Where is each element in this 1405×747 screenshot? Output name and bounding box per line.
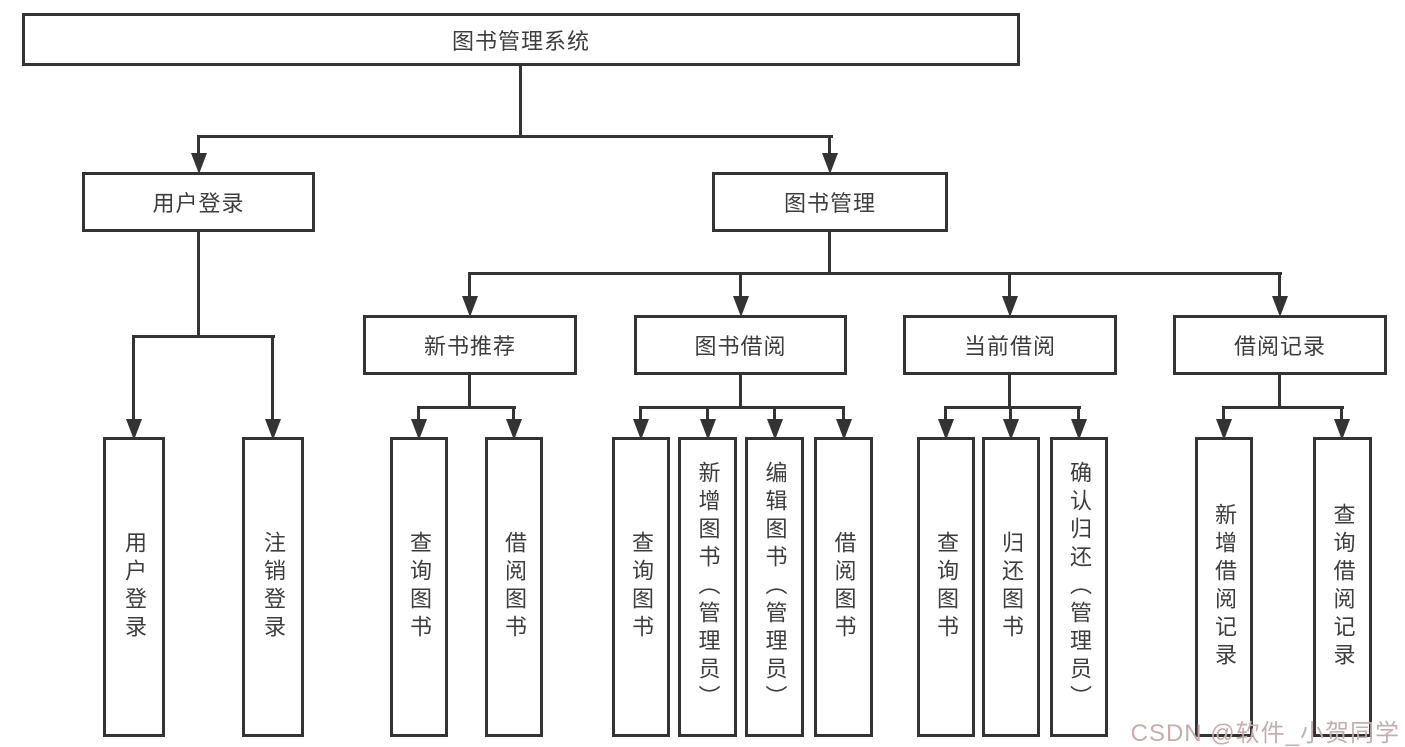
leaf-bb-edit-books-label: 编辑图书（管理员） [762, 461, 788, 713]
node-user-login-branch-label: 用户登录 [152, 191, 245, 216]
leaf-br-query-record-label: 查询借阅记录 [1330, 503, 1356, 671]
leaf-br-query-record: 查询借阅记录 [1313, 437, 1372, 737]
leaf-bb-add-books: 新增图书（管理员） [678, 437, 737, 737]
connector-borrow-records-rail [1222, 406, 1344, 409]
connector-new-book-rec-stem [468, 373, 471, 409]
connector-borrow-records-stem [1278, 373, 1281, 409]
leaf-bb-borrow-books: 借阅图书 [814, 437, 873, 737]
arrow-to-book-mgmt-branch [821, 135, 838, 174]
arrow-to-current-borrow [1001, 272, 1018, 317]
leaf-cb-confirm-return: 确认归还（管理员） [1050, 437, 1108, 737]
node-borrow-records: 借阅记录 [1173, 315, 1387, 375]
leaf-user-login-label: 用户登录 [122, 531, 147, 643]
leaf-bb-edit-books: 编辑图书（管理员） [745, 437, 804, 737]
csdn-watermark: CSDN @软件_小贺同学 [1130, 720, 1400, 747]
connector-root-rail [197, 135, 833, 138]
arrow-cb-return-books [1002, 406, 1019, 440]
leaf-bb-query-books-label: 查询图书 [629, 531, 654, 643]
arrow-to-user-login-branch [190, 135, 207, 174]
connector-book-mgmt-stem [828, 230, 831, 275]
arrow-br-add-record [1215, 406, 1232, 440]
leaf-br-add-record: 新增借阅记录 [1195, 437, 1253, 737]
node-new-book-rec: 新书推荐 [363, 315, 577, 375]
arrow-to-book-borrow [732, 272, 749, 317]
node-book-borrow-label: 图书借阅 [694, 334, 787, 359]
leaf-bb-borrow-books-label: 借阅图书 [831, 531, 857, 643]
connector-current-borrow-stem [1008, 373, 1011, 409]
arrow-to-leaf-user-login [125, 335, 142, 440]
arrow-bb-borrow-books [835, 406, 852, 440]
leaf-logout: 注销登录 [242, 437, 304, 737]
node-root-label: 图书管理系统 [451, 28, 590, 54]
node-book-mgmt-branch-label: 图书管理 [783, 191, 876, 216]
connector-user-login-rail [132, 335, 275, 338]
node-root: 图书管理系统 [22, 13, 1020, 66]
leaf-rec-borrow-books-label: 借阅图书 [502, 531, 527, 643]
arrow-to-new-book-rec [461, 272, 478, 317]
arrow-bb-edit-books [766, 406, 783, 440]
connector-root-stem [519, 64, 522, 138]
arrow-cb-confirm-return [1070, 406, 1087, 440]
node-current-borrow-label: 当前借阅 [963, 334, 1056, 359]
leaf-logout-label: 注销登录 [261, 531, 286, 643]
connector-user-login-stem [197, 230, 200, 338]
arrow-cb-query-books [937, 406, 954, 440]
leaf-cb-query-books-label: 查询图书 [934, 531, 959, 643]
connector-book-mgmt-rail [468, 272, 1282, 275]
leaf-cb-query-books: 查询图书 [917, 437, 975, 737]
arrow-bb-add-books [699, 406, 716, 440]
leaf-cb-return-books-label: 归还图书 [999, 531, 1024, 643]
leaf-bb-query-books: 查询图书 [612, 437, 670, 737]
connector-current-borrow-rail [944, 406, 1081, 409]
leaf-rec-query-books-label: 查询图书 [407, 531, 432, 643]
arrow-bb-query-books [632, 406, 649, 440]
node-user-login-branch: 用户登录 [82, 172, 315, 232]
node-current-borrow: 当前借阅 [903, 315, 1117, 375]
leaf-rec-borrow-books: 借阅图书 [485, 437, 543, 737]
node-book-borrow: 图书借阅 [634, 315, 847, 375]
arrow-br-query-record [1333, 406, 1350, 440]
arrow-rec-query-books [410, 406, 427, 440]
arrow-rec-borrow-books [505, 406, 522, 440]
leaf-user-login: 用户登录 [103, 437, 165, 737]
node-book-mgmt-branch: 图书管理 [712, 172, 948, 232]
leaf-bb-add-books-label: 新增图书（管理员） [695, 461, 721, 713]
leaf-rec-query-books: 查询图书 [390, 437, 448, 737]
node-new-book-rec-label: 新书推荐 [423, 334, 516, 359]
arrow-to-leaf-logout [264, 335, 281, 440]
connector-new-book-rec-rail [417, 406, 516, 409]
leaf-cb-confirm-return-label: 确认归还（管理员） [1067, 461, 1092, 713]
node-borrow-records-label: 借阅记录 [1233, 334, 1326, 359]
leaf-br-add-record-label: 新增借阅记录 [1212, 503, 1237, 671]
connector-book-borrow-stem [739, 373, 742, 409]
arrow-to-borrow-records [1271, 272, 1288, 317]
connector-book-borrow-rail [639, 406, 845, 409]
leaf-cb-return-books: 归还图书 [982, 437, 1040, 737]
